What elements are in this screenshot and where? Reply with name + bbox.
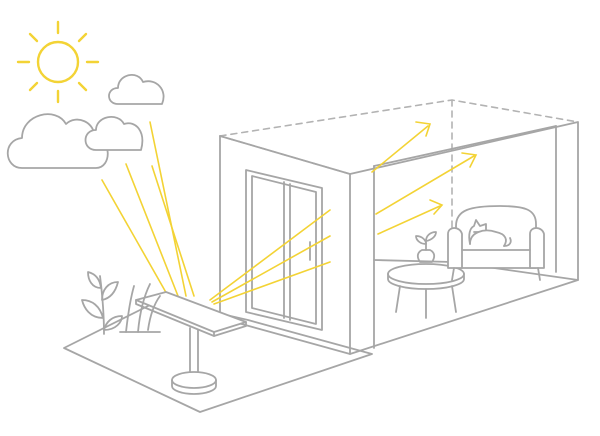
plant-icon [119, 283, 161, 333]
reflected-rays [209, 121, 478, 305]
sunlight-rays [101, 121, 195, 297]
vase-icon [415, 231, 437, 263]
table-icon [387, 263, 465, 319]
cat-icon [468, 219, 512, 247]
sun-icon [16, 20, 100, 104]
plant-icon [81, 271, 123, 335]
cloud-icon [108, 74, 165, 105]
glass-door-icon [245, 169, 323, 331]
armchair-icon [447, 205, 545, 281]
solar-panel-icon [135, 291, 247, 395]
cloud-icon [84, 116, 144, 151]
